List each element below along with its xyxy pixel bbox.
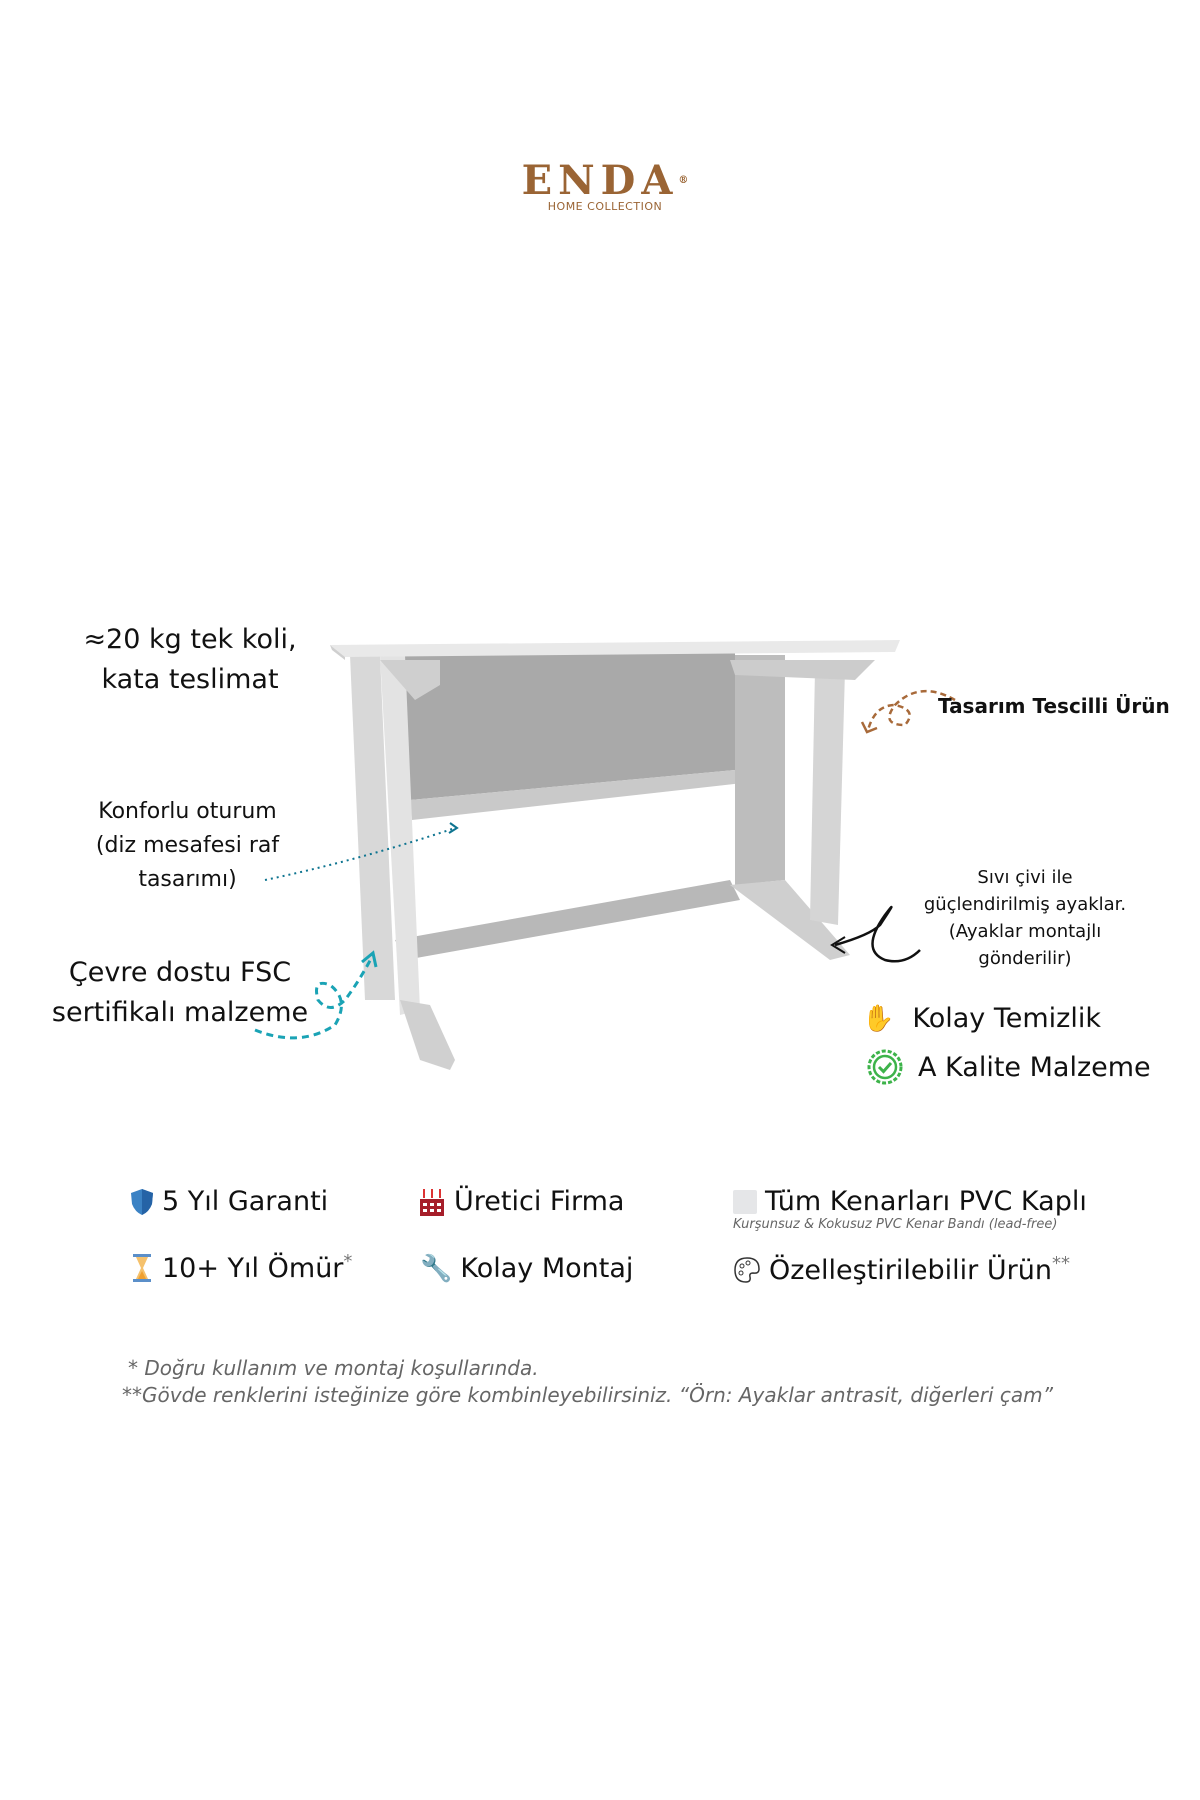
footnote-mark: **: [1051, 1253, 1070, 1274]
palette-icon: [734, 1256, 760, 1283]
legs-line: gönderilir): [978, 948, 1072, 969]
weight-line: kata teslimat: [101, 664, 279, 695]
weight-callout: ≈20 kg tek koli, kata teslimat: [60, 620, 320, 700]
wrench-icon: 🔧: [420, 1253, 453, 1284]
feature-label: Üretici Firma: [454, 1186, 625, 1217]
comfort-pointer: [264, 827, 456, 881]
registered-mark: ®: [678, 175, 689, 186]
feature-label: Kolay Montaj: [460, 1253, 634, 1284]
feature-lifetime: 10+ Yıl Ömür*: [130, 1251, 352, 1284]
footnote-mark: *: [343, 1251, 353, 1272]
comfort-line: tasarımı): [138, 867, 237, 892]
design-pointer: [866, 689, 956, 731]
legs-line: (Ayaklar montajlı: [948, 921, 1102, 942]
quality-label: A Kalite Malzeme: [918, 1051, 1151, 1083]
legs-callout: Sıvı çivi ile güçlendirilmiş ayaklar. (A…: [905, 864, 1145, 972]
eco-line: sertifikalı malzeme: [51, 997, 309, 1028]
square-icon: [733, 1189, 757, 1214]
footnotes: * Doğru kullanım ve montaj koşullarında.…: [122, 1355, 1053, 1409]
quality-badge: A Kalite Malzeme: [866, 1048, 1151, 1086]
brand-logo: ENDA® HOME COLLECTION: [520, 157, 690, 214]
wiping-hand-icon: ✋: [862, 1003, 895, 1034]
desk-drawing: [330, 640, 900, 1070]
feature-pvc: Tüm Kenarları PVC Kaplı Kurşunsuz & Koku…: [733, 1186, 1087, 1232]
brand-tagline: HOME COLLECTION: [547, 200, 663, 213]
eco-line: Çevre dostu FSC: [68, 957, 292, 988]
feature-label: Özelleştirilebilir Ürün: [769, 1255, 1052, 1286]
feature-custom: Özelleştirilebilir Ürün**: [733, 1253, 1070, 1286]
brand-name: ENDA: [521, 157, 679, 204]
legs-pointer: [834, 905, 921, 963]
hourglass-icon: [133, 1253, 151, 1282]
weight-line: ≈20 kg tek koli,: [83, 624, 297, 655]
shield-icon: [131, 1188, 153, 1215]
feature-label: 10+ Yıl Ömür: [162, 1253, 344, 1284]
factory-icon: [420, 1188, 444, 1216]
eco-callout: Çevre dostu FSC sertifikalı malzeme: [30, 953, 330, 1033]
design-callout: Tasarım Tescilli Ürün: [938, 694, 1170, 718]
feature-label: Tüm Kenarları PVC Kaplı: [765, 1186, 1087, 1217]
comfort-line: (diz mesafesi raf: [95, 833, 280, 858]
easy-clean-label: Kolay Temizlik: [912, 1003, 1101, 1034]
feature-manufacturer: Üretici Firma: [418, 1186, 624, 1217]
comfort-callout: Konforlu oturum (diz mesafesi raf tasarı…: [70, 795, 305, 897]
footnote: **Gövde renklerini isteğinize göre kombi…: [122, 1383, 1053, 1407]
legs-line: güçlendirilmiş ayaklar.: [923, 894, 1127, 915]
footnote: * Doğru kullanım ve montaj koşullarında.: [128, 1356, 539, 1380]
feature-note: Kurşunsuz & Kokusuz PVC Kenar Bandı (lea…: [733, 1217, 1058, 1232]
eco-pointer: [254, 954, 375, 1040]
feature-label: 5 Yıl Garanti: [162, 1186, 329, 1217]
feature-assembly: 🔧 Kolay Montaj: [420, 1253, 633, 1284]
easy-clean-badge: ✋ Kolay Temizlik: [862, 1003, 1101, 1034]
legs-line: Sıvı çivi ile: [977, 867, 1073, 888]
comfort-line: Konforlu oturum: [98, 799, 277, 824]
check-seal-icon: [867, 1049, 903, 1085]
feature-warranty: 5 Yıl Garanti: [130, 1186, 328, 1217]
